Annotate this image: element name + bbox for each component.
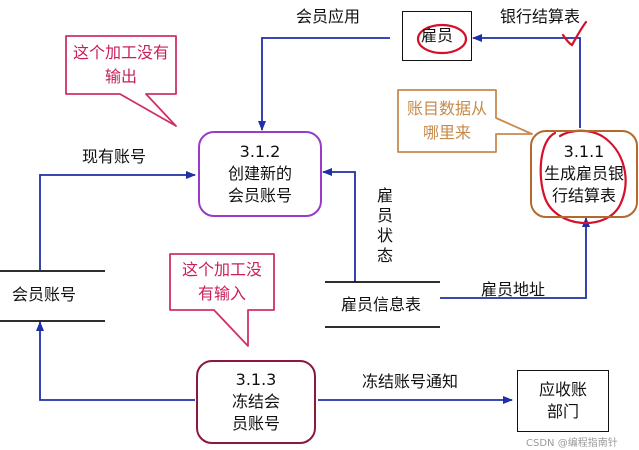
entity-receivables-dept: 应收账部门	[517, 370, 609, 432]
process-3-1-3-number: 3.1.3	[235, 370, 277, 389]
store-member-account-label: 会员账号	[12, 285, 77, 304]
callout-no-input-text: 这个加工没有输入	[181, 260, 262, 303]
callout-data-source: 账目数据从哪里来	[398, 90, 496, 152]
process-3-1-2-text: 创建新的会员账号	[227, 164, 292, 205]
store-employee-info-label: 雇员信息表	[341, 295, 422, 314]
process-3-1-3: 3.1.3 冻结会员账号	[196, 360, 316, 444]
entity-employee-label: 雇员	[420, 26, 453, 45]
entity-receivables-label: 应收账部门	[539, 380, 588, 421]
process-3-1-3-text: 冻结会员账号	[231, 392, 280, 433]
callout-no-input-shape	[169, 253, 275, 347]
process-3-1-1: 3.1.1 生成雇员银行结算表	[530, 130, 638, 218]
flow-label-employee-status: 雇员状态	[376, 186, 393, 265]
callout-data-source-shape	[397, 89, 533, 153]
flow-freeze-to-store-arrow	[36, 321, 195, 401]
callout-no-output-shape	[65, 35, 177, 127]
process-3-1-1-number: 3.1.1	[563, 142, 605, 161]
flow-member-app-arrow	[258, 37, 390, 131]
process-3-1-1-text: 生成雇员银行结算表	[543, 164, 624, 205]
annotation-circle-process	[539, 129, 627, 225]
callout-data-source-text: 账目数据从哪里来	[406, 99, 487, 142]
callout-no-output-text: 这个加工没有输出	[72, 43, 169, 86]
annotation-check-mark	[561, 20, 588, 47]
entity-employee: 雇员	[402, 11, 472, 61]
red-annotations	[416, 20, 627, 225]
watermark: CSDN @编程指南针	[526, 438, 618, 449]
flow-label-existing-account: 现有账号	[82, 147, 147, 166]
flow-employee-status-arrow	[322, 168, 356, 282]
flow-label-bank-statement: 银行结算表	[500, 7, 581, 26]
callout-no-input: 这个加工没有输入	[170, 254, 274, 310]
process-3-1-2-number: 3.1.2	[239, 142, 281, 161]
process-3-1-2: 3.1.2 创建新的会员账号	[198, 131, 322, 217]
flow-bank-statement-arrow	[472, 34, 581, 128]
flow-label-employee-address: 雇员地址	[481, 280, 546, 299]
flow-employee-address-arrow	[440, 217, 590, 299]
flow-label-member-app: 会员应用	[296, 7, 361, 26]
callout-no-output: 这个加工没有输出	[66, 36, 176, 94]
annotation-circle-employee	[416, 23, 468, 55]
flow-label-freeze-notice: 冻结账号通知	[362, 372, 459, 391]
flow-existing-account-arrow	[39, 171, 196, 270]
